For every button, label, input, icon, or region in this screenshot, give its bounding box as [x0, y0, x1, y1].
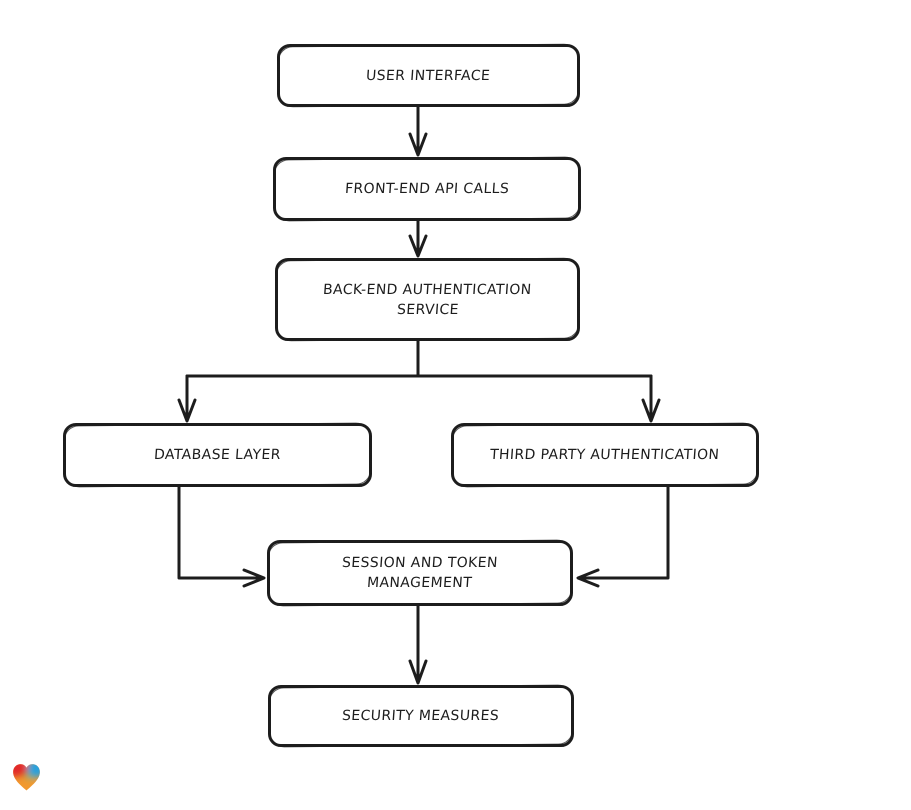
- node-session-token-line1: SESSION AND TOKEN: [341, 555, 499, 571]
- arrowhead-down-icon: [177, 398, 197, 423]
- node-user-interface: USER INTERFACE: [277, 44, 580, 107]
- arrowhead-down-icon: [408, 234, 428, 258]
- edge-database-layer-to-session-management: [177, 485, 266, 588]
- node-front-end-api-calls: FRONT-END API CALLS: [273, 157, 581, 221]
- arrowhead-down-icon: [641, 398, 661, 423]
- arrowhead-down-icon: [408, 132, 428, 157]
- arrowhead-left-icon: [576, 568, 600, 588]
- node-back-end-authentication-line2: SERVICE: [396, 301, 459, 318]
- node-session-and-token-management: SESSION AND TOKEN MANAGEMENT: [267, 540, 573, 606]
- heart-icon: [13, 764, 40, 791]
- node-back-end-authentication-line1: BACK-END AUTHENTICATION: [322, 281, 533, 298]
- edge-branch-to-database-layer: [177, 374, 197, 423]
- arrowhead-right-icon: [242, 568, 266, 588]
- arrowhead-down-icon: [408, 659, 428, 685]
- edge-third-party-to-session-management: [576, 485, 670, 588]
- node-database-layer-label: DATABASE LAYER: [153, 447, 282, 463]
- node-database-layer: DATABASE LAYER: [63, 423, 372, 487]
- edge-branch-to-third-party-authentication: [641, 374, 661, 423]
- node-third-party-authentication: THIRD PARTY AUTHENTICATION: [451, 423, 759, 487]
- node-user-interface-label: USER INTERFACE: [365, 67, 492, 84]
- node-security-measures-label: SECURITY MEASURES: [341, 708, 501, 724]
- edge-user-interface-to-front-end-api-calls: [408, 105, 428, 157]
- edge-session-management-to-security-measures: [408, 604, 428, 685]
- node-third-party-authentication-label: THIRD PARTY AUTHENTICATION: [489, 447, 721, 463]
- edge-front-end-api-calls-to-back-end-authentication: [408, 219, 428, 258]
- gradient-heart-logo[interactable]: [10, 761, 43, 794]
- node-security-measures: SECURITY MEASURES: [268, 685, 574, 747]
- node-session-token-line2: MANAGEMENT: [366, 575, 474, 591]
- node-back-end-authentication-service: BACK-END AUTHENTICATION SERVICE: [275, 258, 580, 341]
- node-front-end-api-calls-label: FRONT-END API CALLS: [344, 181, 510, 197]
- edge-back-end-authentication-branch: [185, 339, 653, 378]
